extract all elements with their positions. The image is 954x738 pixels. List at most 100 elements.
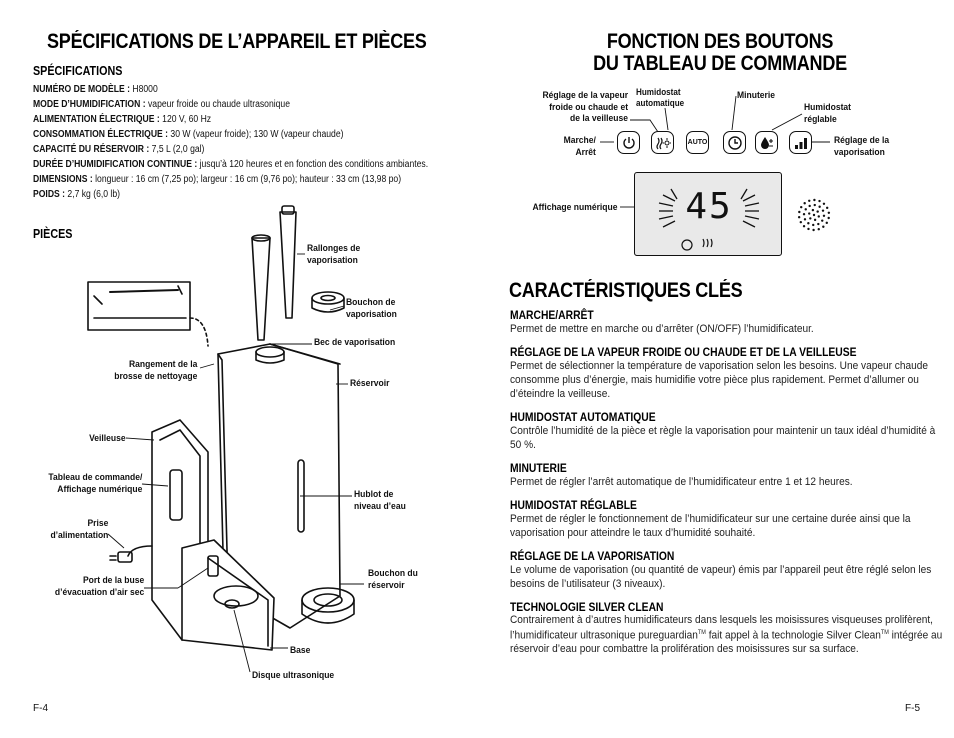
night-light-dot bbox=[821, 209, 825, 212]
night-light-dot bbox=[813, 198, 816, 202]
night-light-dot bbox=[808, 199, 811, 202]
feature-text: Permet de régler l’arrêt automatique de … bbox=[510, 476, 853, 488]
night-light-dot bbox=[816, 210, 819, 213]
feature-heading: RÉGLAGE DE LA VAPEUR FROIDE OU CHAUDE ET… bbox=[510, 345, 857, 359]
night-light-dot bbox=[802, 225, 806, 228]
night-light-dot bbox=[822, 225, 825, 228]
night-light-dot bbox=[804, 208, 807, 211]
night-light-dot bbox=[818, 199, 821, 203]
clock-icon bbox=[727, 135, 742, 150]
feature-item: TECHNOLOGIE SILVER CLEAN Contrairement à… bbox=[510, 600, 954, 656]
warm-cool-mist-button[interactable] bbox=[651, 131, 674, 154]
mist-level-button[interactable] bbox=[789, 131, 812, 154]
digital-display: 45 bbox=[634, 172, 782, 256]
display-value: 45 bbox=[685, 186, 733, 227]
auto-humidistat-button[interactable]: AUTO bbox=[686, 131, 709, 154]
feature-heading: HUMIDOSTAT RÉGLABLE bbox=[510, 498, 637, 512]
night-light-dot bbox=[818, 205, 821, 208]
night-light-dot bbox=[812, 213, 816, 217]
feature-text: Le volume de vaporisation (ou quantité d… bbox=[510, 564, 932, 590]
night-light-dot bbox=[811, 208, 815, 212]
adjustable-humidistat-button[interactable] bbox=[755, 131, 778, 154]
feature-item: MARCHE/ARRÊT Permet de mettre en marche … bbox=[510, 308, 954, 336]
display-rays bbox=[658, 188, 760, 251]
night-light-dot bbox=[812, 223, 815, 227]
feature-heading: HUMIDOSTAT AUTOMATIQUE bbox=[510, 410, 656, 424]
features-title: CARACTÉRISTIQUES CLÉS bbox=[509, 279, 743, 302]
power-icon bbox=[622, 136, 635, 149]
page-number-right: F-5 bbox=[905, 703, 920, 714]
night-light-dot bbox=[803, 202, 806, 205]
night-light-dot bbox=[822, 202, 826, 205]
spec-row: CONSOMMATION ÉLECTRIQUE : 30 W (vapeur f… bbox=[33, 129, 344, 140]
night-light-dot bbox=[825, 206, 829, 210]
feature-text: Permet de sélectionner la température de… bbox=[510, 360, 928, 400]
feature-heading: MINUTERIE bbox=[510, 461, 567, 475]
signal-bars-icon bbox=[794, 137, 807, 149]
night-light-dot bbox=[807, 227, 810, 231]
spec-list: NUMÉRO DE MODÈLE : H8000 MODE D’HUMIDIFI… bbox=[33, 82, 492, 202]
night-light-dot bbox=[799, 220, 803, 224]
left-page-title: SPÉCIFICATIONS DE L’APPAREIL ET PIÈCES bbox=[47, 30, 427, 53]
night-light-dot bbox=[800, 205, 803, 209]
night-light-dot bbox=[797, 216, 801, 219]
mist-icon bbox=[702, 238, 713, 248]
label-base: Base bbox=[290, 645, 311, 656]
night-light-dot bbox=[817, 215, 820, 218]
timer-button[interactable] bbox=[723, 131, 746, 154]
night-light-dot bbox=[809, 217, 812, 220]
feature-text: Permet de mettre en marche ou d’arrêter … bbox=[510, 323, 814, 335]
night-light-dot bbox=[813, 203, 816, 207]
sun-icon bbox=[681, 239, 693, 251]
night-light-dot bbox=[808, 212, 811, 215]
night-light-dot bbox=[808, 204, 811, 208]
night-light-dot bbox=[803, 218, 807, 221]
feature-heading: RÉGLAGE DE LA VAPORISATION bbox=[510, 549, 675, 563]
parts-heading: PIÈCES bbox=[33, 227, 73, 241]
label-marche: Marche/Arrêt bbox=[563, 135, 596, 158]
label-veilleuse: Veilleuse bbox=[89, 433, 126, 444]
night-light-dot bbox=[802, 213, 806, 216]
power-button[interactable] bbox=[617, 131, 640, 154]
feature-item: RÉGLAGE DE LA VAPEUR FROIDE OU CHAUDE ET… bbox=[510, 345, 954, 401]
spec-heading: SPÉCIFICATIONS bbox=[33, 64, 123, 78]
night-light-dot bbox=[807, 222, 810, 225]
night-light-dot bbox=[817, 222, 820, 226]
label-reservoir: Réservoir bbox=[350, 378, 390, 389]
feature-text: Permet de régler le fonctionnement de l’… bbox=[510, 513, 911, 539]
night-light-dot bbox=[827, 216, 830, 220]
night-light-dot bbox=[817, 228, 820, 231]
feature-item: RÉGLAGE DE LA VAPORISATION Le volume de … bbox=[510, 549, 954, 591]
feature-text: Contrôle l’humidité de la pièce et règle… bbox=[510, 425, 936, 451]
feature-item: HUMIDOSTAT RÉGLABLE Permet de régler le … bbox=[510, 498, 954, 540]
night-light-dot bbox=[825, 221, 828, 225]
spec-row: MODE D’HUMIDIFICATION : vapeur froide ou… bbox=[33, 99, 290, 110]
feature-item: MINUTERIE Permet de régler l’arrêt autom… bbox=[510, 461, 954, 489]
night-light-dot bbox=[813, 218, 817, 222]
label-disque: Disque ultrasonique bbox=[252, 670, 335, 681]
feature-text: Contrairement à d’autres humidificateurs… bbox=[510, 614, 943, 655]
spec-row: CAPACITÉ DU RÉSERVOIR : 7,5 L (2,0 gal) bbox=[33, 144, 205, 155]
spec-row: POIDS : 2,7 kg (6,0 lb) bbox=[33, 189, 120, 200]
label-bec: Bec de vaporisation bbox=[314, 337, 396, 348]
page-number-left: F-4 bbox=[33, 703, 48, 714]
mist-sun-icon bbox=[655, 137, 671, 149]
label-minuterie: Minuterie bbox=[737, 90, 776, 101]
label-tableau: Tableau de commande/Affichage numérique bbox=[48, 472, 142, 495]
spec-row: DIMENSIONS : longueur : 16 cm (7,25 po);… bbox=[33, 174, 402, 185]
night-light-dot bbox=[822, 214, 826, 217]
night-light-dot bbox=[827, 211, 831, 214]
feature-heading: TECHNOLOGIE SILVER CLEAN bbox=[510, 600, 664, 614]
night-light-dot bbox=[798, 210, 801, 214]
